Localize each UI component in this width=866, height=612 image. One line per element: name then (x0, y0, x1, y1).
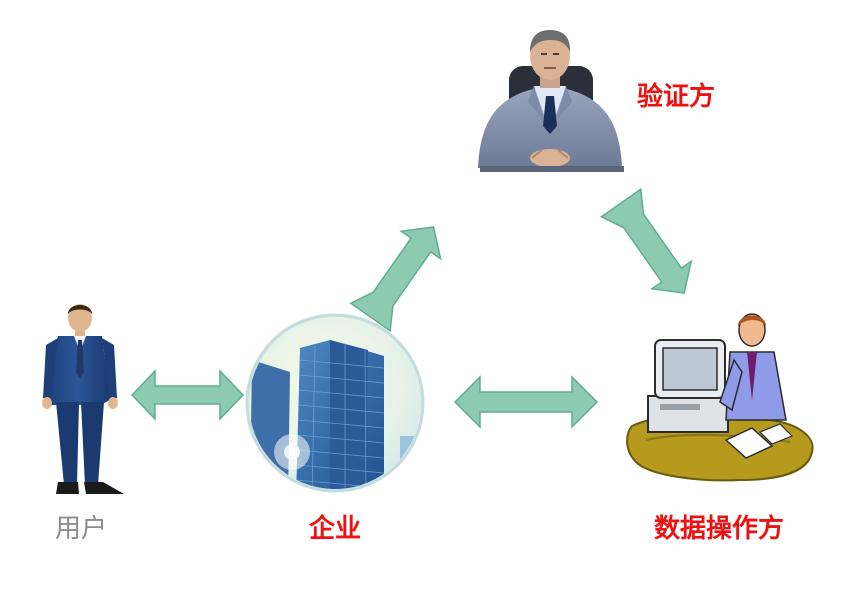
man-at-computer-icon (626, 313, 814, 482)
skyscraper-circle-icon (245, 313, 425, 493)
user-label: 用户 (55, 514, 108, 544)
arrow-user-enterprise (130, 369, 245, 421)
arrow-enterprise-operator (453, 375, 599, 429)
operator-label: 数据操作方 (654, 514, 785, 544)
verifier-label: 验证方 (637, 82, 716, 112)
arrow-verifier-operator (599, 187, 693, 294)
arrow-enterprise-verifier (349, 226, 442, 333)
businessman-at-desk-icon (478, 30, 624, 172)
standing-man-in-suit-icon (42, 304, 124, 494)
enterprise-label: 企业 (309, 514, 362, 544)
